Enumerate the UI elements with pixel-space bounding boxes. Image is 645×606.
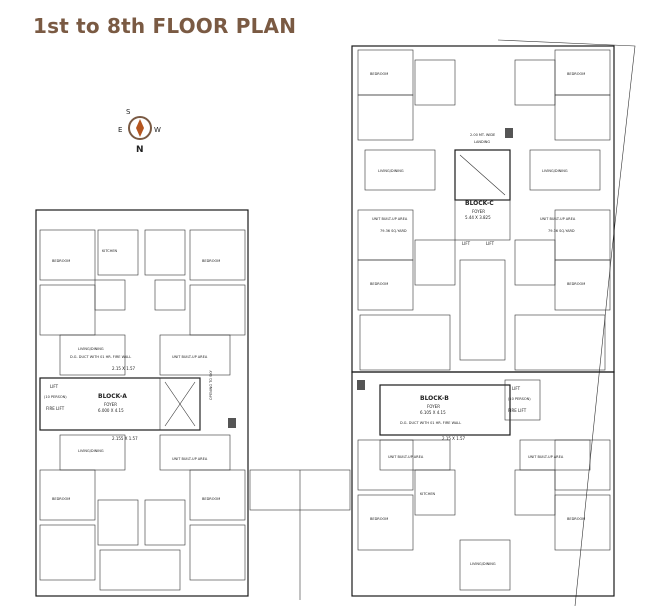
block-c-area-1: UNIT BUILT-UP AREA [372,217,408,221]
block-c-bedroom-3: BEDROOM [370,282,388,286]
block-c-lift-1: LIFT [462,241,471,246]
block-b-name: BLOCK-B [420,395,449,402]
block-b-lift-size: 2.15 X 1.57 [442,436,466,441]
compass-icon: S E W N [118,108,161,155]
block-c-area-2: UNIT BUILT-UP AREA [540,217,576,221]
block-c-bedroom-2: BEDROOM [567,72,585,76]
block-b-bedroom-2: BEDROOM [567,517,585,521]
block-a-lift-size-top: 2.15 X 1.57 [112,366,136,371]
block-c-bedroom-1: BEDROOM [370,72,388,76]
block-b-kitchen: KITCHEN [420,492,436,496]
block-b-foyer: FOYER [427,404,440,409]
block-a-foyer: FOYER [104,402,117,407]
block-a-duct-note: D.G. DUCT WITH 01 HR. FIRE WALL [70,355,131,359]
block-a-bedroom-4: BEDROOM [202,497,220,501]
block-c-landing: LANDING [474,140,490,144]
block-a-name: BLOCK-A [98,393,127,400]
block-c-living-1: LIVING/DINING [378,169,404,173]
block-b-lift: LIFT [512,386,521,391]
block-c-foyer: FOYER [472,209,485,214]
block-c-name: BLOCK-C [465,200,494,207]
block-a-kitchen-1: KITCHEN [102,249,118,253]
block-a-area-1: UNIT BUILT-UP AREA [172,355,208,359]
page-title: 1st to 8th FLOOR PLAN [33,14,297,38]
block-c: BLOCK-C FOYER 5.44 X 3.825 2.00 MT. WIDE… [351,45,615,373]
block-c-living-2: LIVING/DINING [542,169,568,173]
block-a-bedroom-2: BEDROOM [202,259,220,263]
block-a-opening: OPENING TO SKY [209,369,213,400]
block-b-duct-note: D.G. DUCT WITH 01 HR. FIRE WALL [400,421,461,425]
block-a-lift-persons: (10 PERSON) [44,395,67,399]
block-a-living-1: LIVING/DINING [78,347,104,351]
compass-w: W [154,126,161,134]
block-b-fire-lift: FIRE LIFT [508,408,527,413]
block-b-living: LIVING/DINING [470,562,496,566]
block-b-area-2: UNIT BUILT-UP AREA [528,455,564,459]
block-a-bedroom-3: BEDROOM [52,497,70,501]
block-c-sqyd-1: 79.36 SQ.YARD [380,229,407,233]
site-boundary [497,39,636,606]
block-b-bedroom-1: BEDROOM [370,517,388,521]
block-b-lift-persons: (10 PERSON) [508,397,531,401]
compass-e: E [118,126,122,134]
block-a-fire-lift: FIRE LIFT [46,406,65,411]
block-c-foyer-size: 5.44 X 3.825 [465,215,491,220]
block-b: BLOCK-B FOYER 6.105 X 4.15 D.G. DUCT WIT… [351,371,615,597]
compass-n: N [136,145,144,155]
block-b-foyer-size: 6.105 X 4.15 [420,410,446,415]
block-b-area-1: UNIT BUILT-UP AREA [388,455,424,459]
block-a: BLOCK-A FOYER 6.000 X 4.15 D.G. DUCT WIT… [35,209,249,597]
block-a-bedroom-1: BEDROOM [52,259,70,263]
block-c-sqyd-2: 79.36 SQ.YARD [548,229,575,233]
block-c-wide: 2.00 MT. WIDE [470,133,495,137]
block-a-lift-size-bottom: 2.155 X 1.57 [112,436,138,441]
block-a-area-2: UNIT BUILT-UP AREA [172,457,208,461]
block-a-living-2: LIVING/DINING [78,449,104,453]
block-a-foyer-size: 6.000 X 4.15 [98,408,124,413]
block-c-bedroom-4: BEDROOM [567,282,585,286]
block-a-lift: LIFT [50,384,59,389]
compass-s: S [126,108,131,116]
block-c-lift-2: LIFT [486,241,495,246]
